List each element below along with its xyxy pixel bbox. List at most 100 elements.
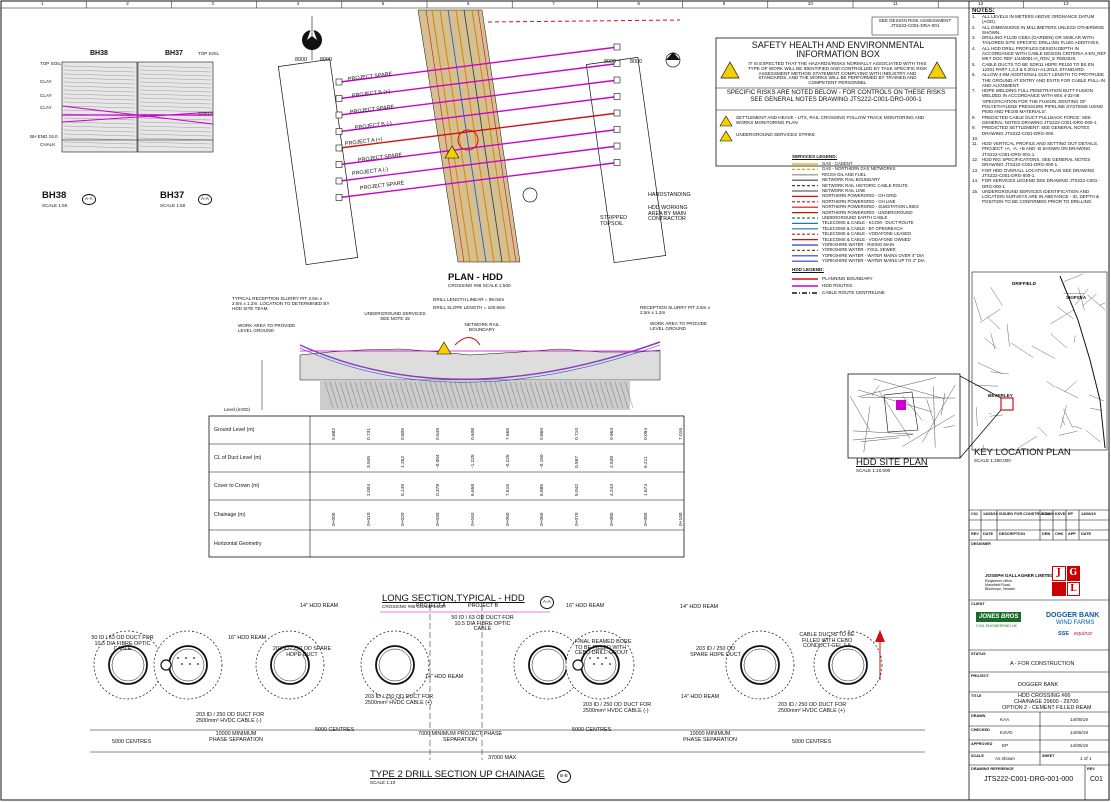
equinor-logo: equinor: [1074, 631, 1093, 637]
bh37-label: BH37: [160, 190, 185, 201]
ls-value: 1.262: [401, 455, 407, 468]
services-legend-item: GAS - NORTHERN GAS NETWORKS: [822, 166, 896, 172]
ls-value: 0+040: [470, 512, 476, 526]
title-block-lines: [969, 509, 1109, 800]
drill-section-bores: [93, 630, 883, 700]
section-label: 16" HDD REAM: [228, 635, 267, 641]
grid-number: 11: [893, 1, 898, 6]
ls-value: 0.549: [436, 427, 442, 440]
ls-value: 0.731: [366, 427, 372, 440]
services-legend-item: YORKSHIRE WATER - WATER MAINS UP TO 4" D…: [822, 258, 925, 264]
note-number: 8.: [972, 114, 976, 120]
services-legend-item: NETWORK RAIL BOUNDARY: [822, 177, 881, 183]
tb-project-cap: PROJECT: [971, 674, 989, 678]
section-title: TYPE 2 DRILL SECTION UP CHAINAGE: [370, 769, 545, 780]
tb-client-cap: CLIENT: [971, 602, 985, 606]
bh37-scale: SCALE 1:50: [160, 203, 186, 208]
hdd-legend-item: CABLE ROUTE CENTRELINE: [822, 290, 885, 295]
ls-value: 0.882: [332, 427, 337, 440]
sse-logo: SSE: [1058, 631, 1070, 637]
ls-value: 0.805: [401, 427, 407, 440]
level-table-grid: [208, 415, 685, 558]
bh38-title: BH38: [90, 50, 108, 57]
section-label: 14" HDD REAM: [680, 604, 719, 610]
ls-work-left: WORK AREA TO PROVIDE LEVEL GROUND: [238, 323, 296, 333]
note-item: 1.ALL LEVELS IN METERS ABOVE ORDNANCE DA…: [972, 14, 1107, 25]
tb-project: DOGGER BANK: [1018, 682, 1059, 688]
section-dim: 5000 CENTRES: [315, 727, 355, 733]
ls-value: 0.094: [644, 427, 650, 440]
ls-value: 0+020: [401, 512, 407, 526]
section-label: 203 ID / 250 OD SPARE HDPE DUCT: [690, 646, 741, 658]
tb-checked-cap: CHECKED: [971, 728, 990, 732]
note-number: 1.: [972, 14, 976, 19]
rev-header: DESCRIPTION: [999, 532, 1025, 536]
services-legend-item: NORTHERN POWERGRID - OH GRID: [822, 193, 897, 199]
bh38-label: BH38: [42, 190, 67, 201]
tb-rev-app: EP: [1068, 512, 1074, 516]
tb-drawing-ref: JTS222-C001-DRG-001-000: [984, 776, 1074, 783]
section-dim: 10000 MINIMUM PHASE SEPARATION: [209, 731, 263, 743]
map-place: DRIFFIELD: [1012, 281, 1036, 286]
section-dim: 5000 CENTRES: [572, 727, 612, 733]
grid-number: 13: [1063, 1, 1069, 6]
site-plan-title: HDD SITE PLAN: [856, 457, 928, 468]
plan-working-area: HDD WORKING AREA BY MAIN CONTRACTOR: [648, 205, 688, 223]
she-risk-1: SETTLEMENT AND HEAVE - UTX, RAIL CROSSIN…: [736, 115, 925, 125]
ls-value: 4.243: [609, 483, 615, 496]
key-plan-subtitle: SCALE 1:250,000: [974, 458, 1011, 463]
note-text: UNDERGROUND SERVICES IDENTIFICATION AND …: [982, 188, 1100, 205]
note-number: 6.: [972, 72, 976, 78]
note-item: 7.HDPE WELDING FULL PENETRATION BUTT FUS…: [972, 88, 1107, 114]
plan-hardstanding: HARDSTANDING: [648, 192, 691, 198]
ls-value: 0+090: [644, 512, 650, 526]
plan-dim: 8000: [320, 57, 332, 63]
ls-work-right: WORK AREA TO PROVIDE LEVEL GROUND: [650, 321, 708, 331]
bh-layer: CLAY: [40, 105, 52, 110]
note-number: 12.: [972, 157, 979, 163]
tb-rev-value: C01: [1090, 776, 1103, 783]
note-text: CABLE DUCTS TO BE SDR11 HDPE PE100 TO BS…: [982, 61, 1095, 72]
long-section-subtitle: CROSSING #66 SCALE 1:500: [382, 604, 445, 609]
jones-bros-sub: CIVIL ENGINEERING UK: [976, 624, 1018, 628]
ls-level-label: Level (mOD): [224, 407, 251, 412]
tb-approved-cap: APPROVED: [971, 742, 993, 746]
note-item: 14.FOR SERVICES LEGEND SEE DRAWING JTS22…: [972, 178, 1107, 189]
ls-value: 0+070: [574, 512, 580, 526]
warning-icon: [436, 341, 452, 355]
hdd-legend-title: HDD LEGEND:: [792, 267, 824, 272]
services-legend-item: NORTHERN POWERGRID - UNDERGROUND: [822, 209, 913, 215]
drill-section-dims: [90, 605, 925, 760]
services-legend-item: GAS - CADENT: [822, 161, 853, 166]
note-item: 4.ALL HDD DRILL PROFILES DESIGN DEPTH IN…: [972, 46, 1107, 62]
note-text: HDD VERTICAL PROFILE AND SETTING OUT DET…: [982, 141, 1099, 157]
services-legend-item: UNDERGROUND EARTH CABLE: [822, 215, 888, 220]
note-text: DRILLING FLUID CEBA (GARDEN) OR SIMILAR …: [982, 35, 1100, 46]
grid-number: 3: [211, 1, 214, 6]
tb-status-cap: STATUS: [971, 652, 986, 656]
project-b-label: PROJECT B: [468, 603, 499, 609]
tb-title-2: CHAINAGE 29600 - 29700: [1014, 699, 1079, 705]
ls-value: 0+000: [332, 512, 337, 526]
note-number: 4.: [972, 45, 976, 51]
jones-bros-logo: JONES BROS: [976, 612, 1022, 623]
plan-dim: 8000: [630, 59, 642, 65]
ls-row-label: Ground Level (m): [214, 427, 255, 433]
ls-value: -0.004: [436, 454, 442, 468]
section-dim: 5000 CENTRES: [792, 739, 832, 745]
ls-value: 5.211: [644, 456, 650, 468]
tb-approved-date: 14/08/19: [1070, 743, 1088, 748]
warning-icon: [927, 61, 947, 79]
plan-title: PLAN - HDD: [448, 272, 503, 283]
note-item: 11.HDD VERTICAL PROFILE AND SETTING OUT …: [972, 141, 1107, 157]
note-item: 13.FOR HDD OVERALL LOCATION PLAN SEE DRA…: [972, 168, 1107, 179]
section-label: 14" HDD REAM: [425, 674, 464, 680]
ls-value: 6.658: [470, 483, 476, 496]
note-number: 14.: [972, 178, 979, 184]
note-text: HDD RIG SPECIFICATIONS, SEE GENERAL NOTE…: [982, 157, 1091, 168]
services-legend-item: YORKSHIRE WATER - FOUL SEWER: [822, 247, 896, 253]
tb-sheet: 1 of 1: [1080, 756, 1092, 761]
section-label: 203 ID / 250 OD DUCT FOR 2500mm² HVDC CA…: [365, 694, 434, 706]
